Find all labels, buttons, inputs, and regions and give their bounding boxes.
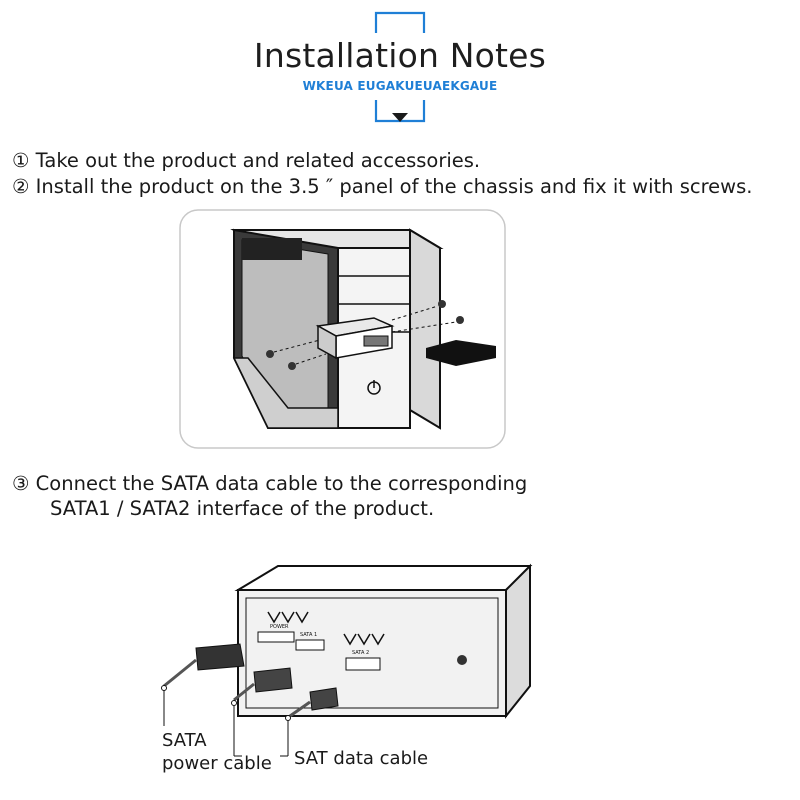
page-subtitle: WKEUA EUGAKUEUAEKGAUE [302, 79, 498, 93]
data-cable-connector-1 [231, 667, 293, 706]
screw-icon [266, 300, 464, 370]
insert-arrow-icon [426, 340, 496, 366]
sata-cable-illustration: POWER SATA 1 SATA 2 [161, 563, 533, 757]
step-2-text: ② Install the product on the 3.5 ″ panel… [12, 175, 753, 198]
power-cable-connector [161, 643, 245, 691]
step-3-text-line1: ③ Connect the SATA data cable to the cor… [12, 472, 528, 495]
page-title: Installation Notes [253, 36, 547, 75]
sata-data-cable-label: SAT data cable [294, 748, 429, 769]
port-sata1-label: SATA 1 [300, 632, 317, 638]
chassis-installation-illustration [179, 209, 506, 449]
title-bracket-decoration [374, 11, 426, 123]
sata-power-label-line2: power cable [162, 753, 272, 774]
data-cable-connector-2 [285, 687, 339, 721]
sata-power-label-line1: SATA [162, 730, 207, 751]
step-1-text: ① Take out the product and related acces… [12, 149, 481, 172]
down-arrow-icon [392, 113, 408, 122]
port-sata2-label: SATA 2 [352, 650, 369, 656]
step-3-text-line2: SATA1 / SATA2 interface of the product. [50, 497, 435, 520]
port-power-label: POWER [270, 624, 289, 630]
